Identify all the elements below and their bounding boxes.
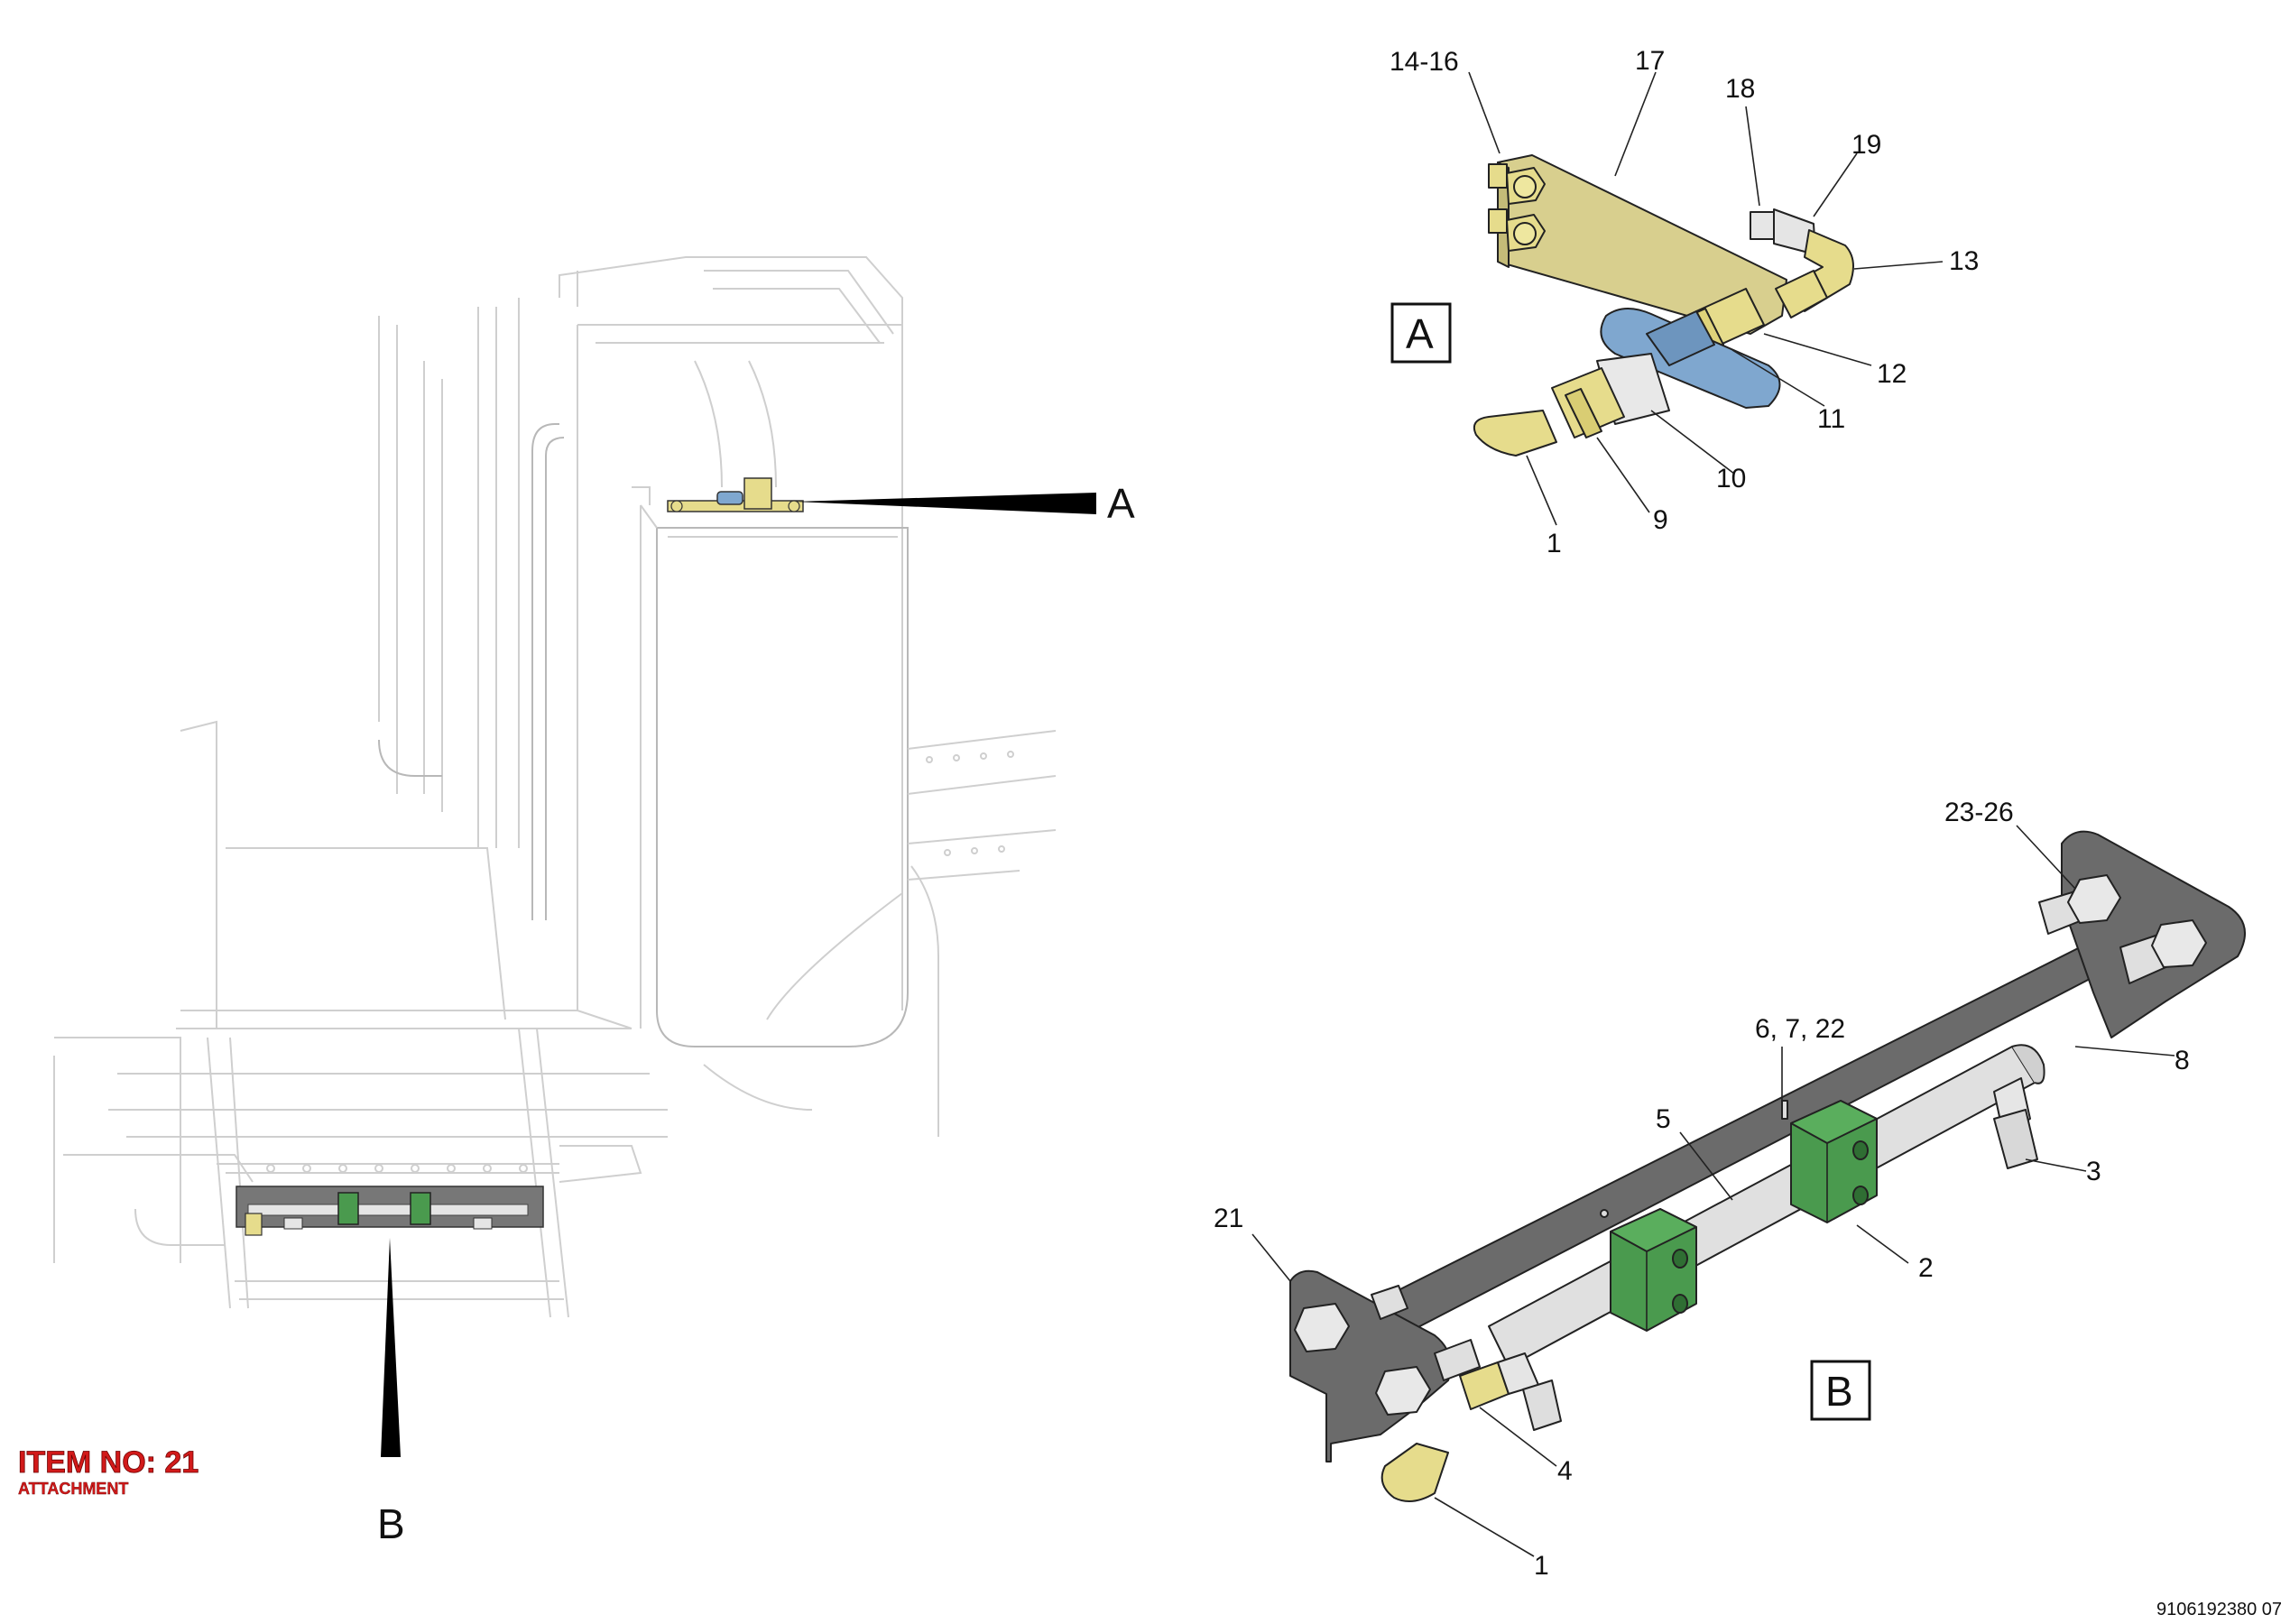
- valve-handle: [1600, 308, 1781, 409]
- callout-b-5: 5: [1656, 1104, 1671, 1134]
- callout-b-8: 8: [2175, 1046, 2190, 1075]
- detail-b-box-label: B: [1825, 1368, 1853, 1415]
- right-bolt-upper: [2038, 874, 2121, 935]
- drawing-reference-number: 9106192380 07: [2156, 1600, 2282, 1619]
- callout-a-12: 12: [1877, 359, 1907, 389]
- detail-a-box: [1390, 302, 1452, 364]
- clamp-left: [1600, 1208, 1697, 1332]
- overview-assembly-b: [235, 1186, 544, 1236]
- view-b-pointer: [381, 1238, 401, 1457]
- view-b-label: B: [377, 1500, 405, 1547]
- left-bolt-upper: [1294, 1285, 1408, 1352]
- callout-b-6-7-22: 6, 7, 22: [1755, 1014, 1845, 1044]
- clamp-right: [1781, 1100, 1878, 1223]
- detail-a: A: [1390, 46, 1979, 558]
- callout-a-9: 9: [1653, 505, 1668, 535]
- callout-a-14-16: 14-16: [1390, 47, 1459, 77]
- callout-a-18: 18: [1725, 74, 1755, 104]
- callout-b-21: 21: [1214, 1204, 1243, 1233]
- callout-b-23-26: 23-26: [1944, 798, 2014, 827]
- callout-a-17: 17: [1635, 46, 1665, 76]
- detail-b: B: [1214, 798, 2246, 1581]
- callout-b-4: 4: [1557, 1456, 1573, 1486]
- callout-a-1: 1: [1547, 529, 1562, 558]
- frame-holes: [926, 751, 1014, 856]
- callout-a-13: 13: [1949, 246, 1979, 276]
- callout-b-3: 3: [2086, 1157, 2101, 1186]
- callout-b-1: 1: [1534, 1551, 1549, 1581]
- fitting-elbow-top: [1750, 208, 1854, 318]
- bolt-upper: [1488, 163, 1546, 205]
- elbow-1-b: [1380, 1443, 1449, 1502]
- view-a-label: A: [1107, 480, 1135, 527]
- item-subtitle: ATTACHMENT: [18, 1480, 128, 1498]
- bolt-lower: [1488, 208, 1546, 252]
- callout-a-11: 11: [1817, 404, 1845, 434]
- elbow-1: [1473, 410, 1557, 457]
- callout-b-2: 2: [1918, 1253, 1934, 1283]
- machine-overview: [53, 256, 1057, 1318]
- item-number-label: ITEM NO: 21: [18, 1445, 199, 1480]
- left-bolt-lower: [1375, 1339, 1481, 1416]
- right-end-plate: [2061, 830, 2246, 1038]
- detail-a-box-label: A: [1406, 310, 1434, 357]
- right-bolt-lower: [2119, 919, 2207, 984]
- detail-b-box: [1810, 1360, 1871, 1421]
- step-holes: [266, 1164, 528, 1173]
- view-a-pointer: [794, 493, 1096, 514]
- callout-a-19: 19: [1851, 130, 1881, 160]
- callout-a-10: 10: [1716, 464, 1746, 494]
- overview-assembly-a: [667, 477, 804, 512]
